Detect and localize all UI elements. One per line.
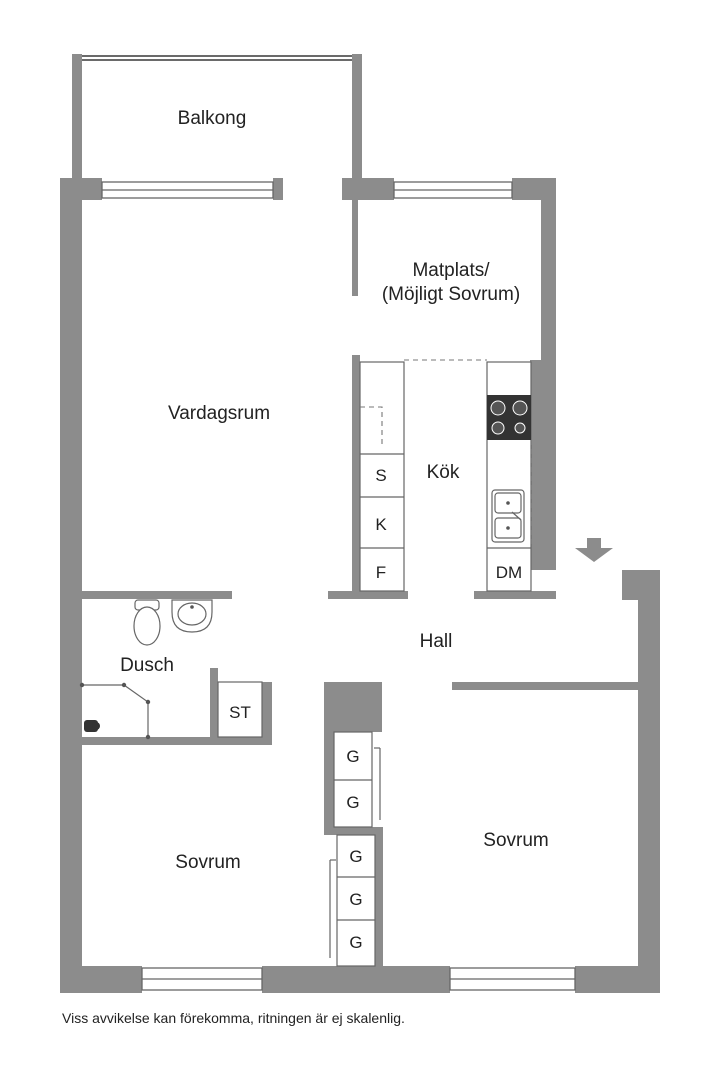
label-kitchen-f: F xyxy=(376,563,386,582)
kitchen-left-counter xyxy=(359,361,405,592)
wardrobes-upper xyxy=(333,731,381,828)
interior-walls xyxy=(82,200,638,967)
entrance-arrow-icon xyxy=(575,538,613,562)
stove-icon xyxy=(487,395,531,440)
toilet-icon xyxy=(133,599,161,646)
label-kitchen-k: K xyxy=(375,515,387,534)
label-wardrobe-1: G xyxy=(346,747,359,766)
room-label-hall: Hall xyxy=(420,631,453,652)
outer-walls xyxy=(60,178,660,993)
sink-icon xyxy=(491,489,525,543)
room-label-matplats: Matplats/ xyxy=(412,260,490,281)
label-dishwasher: DM xyxy=(496,563,522,582)
room-label-balkong: Balkong xyxy=(178,108,247,129)
washbasin-icon xyxy=(171,599,213,633)
disclaimer-text: Viss avvikelse kan förekomma, ritningen … xyxy=(62,1010,405,1026)
shower-icon xyxy=(79,682,151,740)
room-label-kok: Kök xyxy=(427,462,460,483)
room-label-sovrum-left: Sovrum xyxy=(175,852,240,873)
storage-box xyxy=(217,681,263,738)
label-wardrobe-2: G xyxy=(346,793,359,812)
windows xyxy=(101,181,576,991)
room-label-sovrum-right: Sovrum xyxy=(483,830,548,851)
room-label-vardagsrum: Vardagsrum xyxy=(168,403,270,424)
label-kitchen-s: S xyxy=(375,466,386,485)
kitchen-right-counter xyxy=(404,359,532,592)
label-wardrobe-4: G xyxy=(349,890,362,909)
balcony xyxy=(72,54,362,180)
label-storage: ST xyxy=(229,703,251,722)
room-label-matplats-note: (Möjligt Sovrum) xyxy=(382,284,520,305)
label-wardrobe-5: G xyxy=(349,933,362,952)
label-wardrobe-3: G xyxy=(349,847,362,866)
room-label-dusch: Dusch xyxy=(120,655,174,676)
wardrobes-lower xyxy=(329,834,376,967)
